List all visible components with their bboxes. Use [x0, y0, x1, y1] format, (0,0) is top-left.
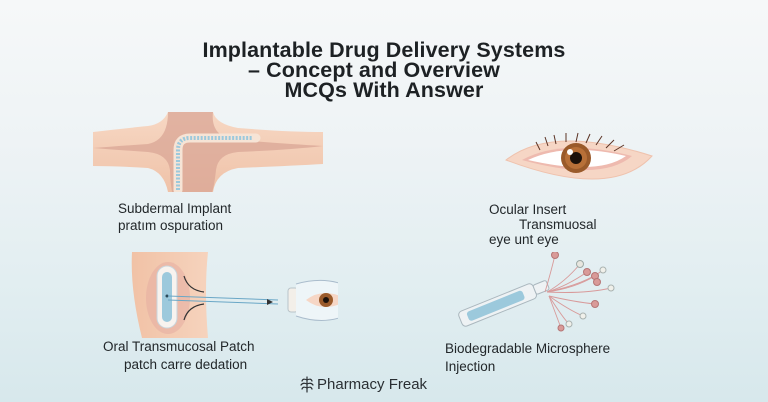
brand-name: Pharmacy Freak [317, 376, 428, 393]
title-line-3: MCQs With Answer [284, 78, 484, 102]
arm-patch-to-eye-illustration [128, 250, 338, 338]
syringe-microsphere-illustration [455, 252, 625, 332]
page-title: Implantable Drug Delivery Systems – Conc… [0, 38, 768, 102]
title-line-1: Implantable Drug Delivery Systems [202, 38, 566, 62]
microsphere-caption-line-1: Biodegradable Microsphere [445, 341, 611, 356]
brand-logo: Pharmacy Freak [300, 376, 427, 393]
transmucosal-caption-line-2: patch carre dedation [124, 357, 248, 372]
eye-illustration [502, 130, 662, 192]
ocular-caption-line-2: Transmuosal [519, 217, 597, 232]
microsphere-caption: Biodegradable Microsphere Injection [445, 342, 610, 374]
leaf-logo-icon [300, 376, 314, 393]
transmucosal-caption: Oral Transmucosal Patch patch carre deda… [103, 340, 255, 372]
title-line-2: – Concept and Overview [248, 58, 500, 82]
ocular-caption-line-3: eye unt eye [489, 232, 559, 247]
microsphere-caption-line-2: Injection [445, 359, 496, 374]
transmucosal-caption-line-1: Oral Transmucosal Patch [103, 339, 255, 354]
subdermal-caption-line-1: Subdermal Implant [118, 201, 232, 216]
ocular-caption: Ocular Insert Transmuosal eye unt eye [489, 203, 597, 247]
subdermal-implant-illustration [88, 110, 328, 192]
ocular-caption-line-1: Ocular Insert [489, 202, 567, 217]
subdermal-caption: Subdermal Implant pratım ospuration [118, 202, 231, 233]
subdermal-caption-line-2: pratım ospuration [118, 218, 224, 233]
